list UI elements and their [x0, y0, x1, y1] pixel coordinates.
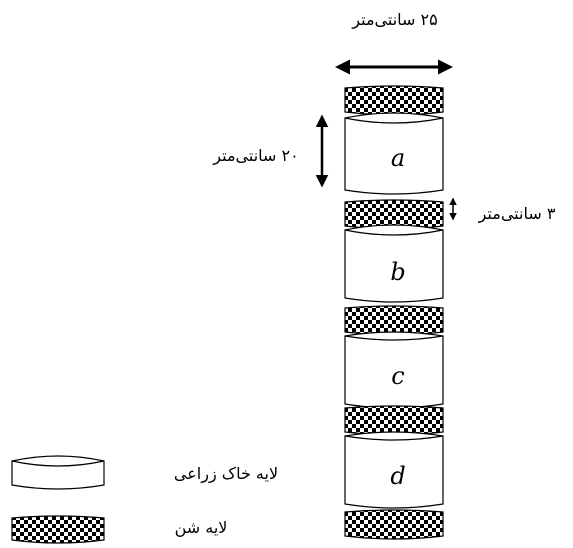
- soil-column: a b c d: [344, 85, 444, 540]
- soil-layer-c-label: c: [391, 362, 404, 390]
- legend-gravel-swatch: [11, 515, 105, 544]
- soil-layer-a: [344, 112, 444, 195]
- legend-soil-label: لایه خاک زراعی: [174, 464, 278, 484]
- soil-layer-b-label: b: [390, 258, 405, 286]
- gravel-layer: [344, 405, 444, 436]
- gravel-layer: [344, 305, 444, 336]
- soil-layer-a-label: a: [391, 144, 405, 172]
- legend-soil-swatch: [11, 455, 105, 490]
- width-label: ۲۵ سانتی‌متر: [351, 10, 437, 30]
- soil-layer-b: [344, 224, 444, 303]
- soil-height-label: ۲۰ سانتی‌متر: [212, 146, 298, 166]
- gravel-layer: [344, 85, 444, 116]
- legend-gravel-label: لایه شن: [175, 518, 228, 538]
- gravel-layer: [344, 509, 444, 540]
- soil-layer-d-label: d: [390, 462, 405, 490]
- soil-layer-d: [344, 431, 444, 509]
- gravel-height-label: ۳ سانتی‌متر: [478, 204, 556, 224]
- legend: لایه خاک زراعی لایه شن: [11, 455, 278, 544]
